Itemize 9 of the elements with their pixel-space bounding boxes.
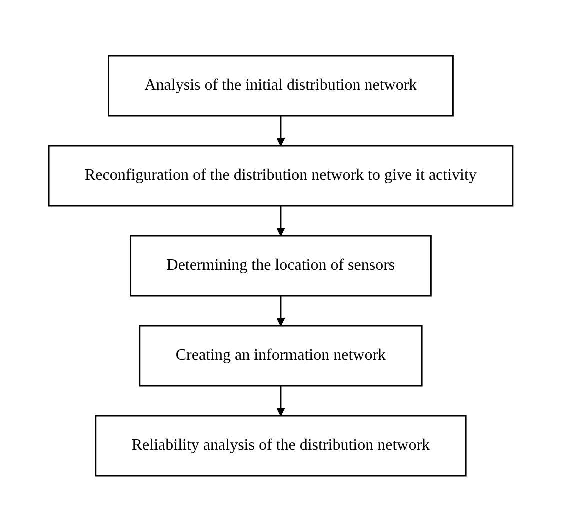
arrow bbox=[276, 116, 286, 146]
node-box: Reconfiguration of the distribution network to give it activity bbox=[48, 144, 514, 206]
node-box: Determining the location of sensors bbox=[130, 234, 432, 296]
arrow bbox=[276, 206, 286, 236]
node-box: Analysis of the initial distribution network bbox=[108, 54, 454, 116]
arrow bbox=[276, 296, 286, 326]
node-box: Reliability analysis of the distribution network bbox=[95, 414, 467, 476]
arrow bbox=[276, 386, 286, 416]
node-box: Creating an information network bbox=[139, 324, 423, 386]
